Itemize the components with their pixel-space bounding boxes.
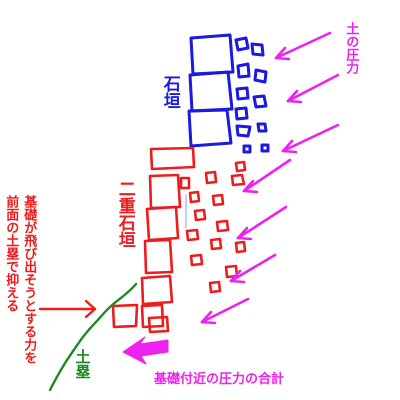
soil-pressure-arrow xyxy=(236,205,288,241)
soil-pressure-arrow xyxy=(242,158,292,194)
lower-wall-stone xyxy=(230,173,246,187)
soil-pressure-arrow xyxy=(281,123,340,154)
lower-wall-stone xyxy=(204,170,218,185)
lower-double-stone-wall xyxy=(111,146,247,334)
soil-pressure-arrow xyxy=(274,31,332,61)
lower-wall-stone xyxy=(208,280,222,294)
soil-pressure-arrow xyxy=(229,253,277,284)
lower-wall-stone xyxy=(188,190,201,204)
upper-wall-block xyxy=(188,70,234,113)
soil-pressure-arrows xyxy=(200,31,340,325)
resultant-pressure-label: 基礎付近の圧力の合計 xyxy=(154,372,285,387)
upper-wall-block xyxy=(189,33,235,76)
lower-wall-stone xyxy=(189,253,204,267)
lower-wall-stone xyxy=(209,237,223,251)
upper-wall-stone xyxy=(235,124,252,138)
upper-wall-stone xyxy=(234,36,250,52)
lower-wall-stone xyxy=(211,193,225,207)
annotation-column-1: 基礎が飛び出そうとする力を xyxy=(21,195,37,364)
upper-wall-stone xyxy=(260,143,270,153)
upper-wall-stone xyxy=(253,68,268,84)
upper-wall-stone xyxy=(236,62,251,79)
upper-wall-stone xyxy=(242,144,252,154)
soil-pressure-arrow xyxy=(286,73,340,104)
upper-wall-stone xyxy=(252,94,268,109)
soil-pressure-label: 土の圧力 xyxy=(343,22,359,74)
lower-wall-block xyxy=(149,146,196,171)
upper-wall-stone xyxy=(256,122,268,133)
lower-wall-stone xyxy=(185,228,200,242)
upper-wall-label: 石垣 xyxy=(159,75,180,109)
lower-wall-block xyxy=(147,315,170,334)
lower-wall-block xyxy=(145,205,180,242)
lower-wall-block xyxy=(143,238,174,275)
lower-wall-block xyxy=(111,303,139,329)
lower-wall-stone xyxy=(179,176,191,190)
upper-wall-stone xyxy=(234,106,249,121)
lower-wall-stone xyxy=(234,240,247,254)
earth-mound-line xyxy=(48,282,138,392)
upper-stone-wall xyxy=(187,33,270,154)
upper-wall-block xyxy=(187,108,233,148)
lower-wall-stone xyxy=(215,219,230,233)
annotation-column-2: 前面の土塁で抑える xyxy=(3,195,19,312)
earth-mound-label: 土塁 xyxy=(73,349,92,379)
upper-wall-stone xyxy=(250,42,265,57)
soil-pressure-arrow xyxy=(200,297,250,325)
lower-wall-label: 二重石垣 xyxy=(114,180,135,248)
lower-wall-block xyxy=(148,173,182,210)
annotation-arrow xyxy=(38,299,97,319)
upper-wall-stone xyxy=(235,86,250,101)
lower-wall-block xyxy=(140,274,174,306)
lower-wall-stone xyxy=(193,208,207,222)
resultant-pressure-arrow xyxy=(122,336,169,365)
lower-wall-block xyxy=(140,303,165,329)
lower-wall-stone xyxy=(234,160,247,173)
